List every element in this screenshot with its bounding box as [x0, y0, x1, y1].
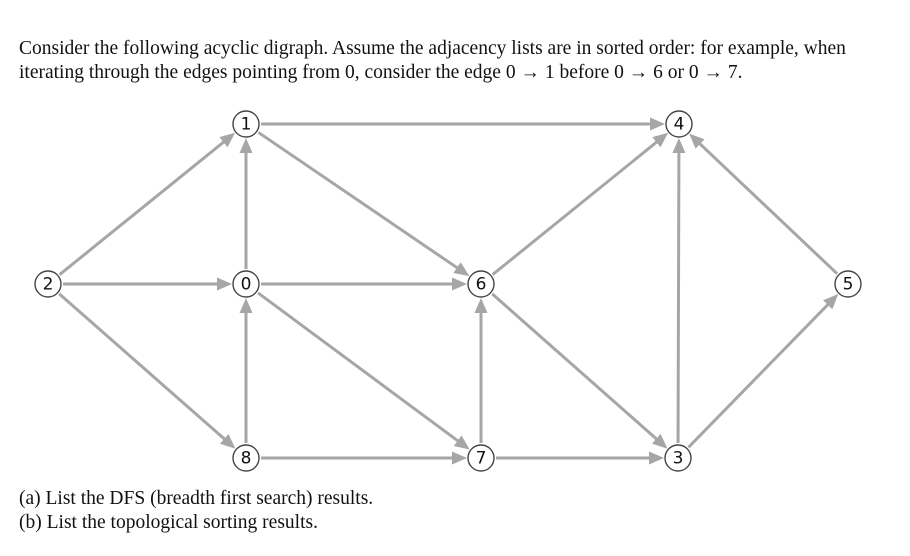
edge-0-to-7 — [257, 291, 470, 450]
edge-7-to-3 — [496, 451, 664, 465]
node-label: 8 — [241, 449, 252, 469]
question-text: Consider the following acyclic digraph. … — [19, 37, 899, 85]
edge-1-to-4 — [261, 117, 665, 131]
node-circle — [232, 110, 260, 138]
node-2: 2 — [34, 270, 62, 298]
edge-line — [697, 141, 839, 275]
question-line-1: Consider the following acyclic digraph. … — [19, 38, 846, 59]
arrowhead — [650, 117, 665, 131]
node-8: 8 — [232, 444, 260, 472]
question-line-2: iterating through the edges pointing fro… — [19, 62, 743, 83]
edge-2-to-0 — [63, 277, 232, 291]
arrowhead — [672, 137, 686, 154]
node-label: 5 — [843, 275, 854, 295]
arrowhead — [649, 451, 664, 465]
node-7: 7 — [467, 444, 495, 472]
edge-0-to-1 — [239, 138, 253, 269]
node-4: 4 — [665, 110, 693, 138]
node-3: 3 — [664, 444, 692, 472]
node-circle — [834, 270, 862, 298]
arrowhead — [219, 132, 236, 148]
arrowhead — [823, 294, 839, 310]
edge-2-to-8 — [58, 292, 236, 449]
arrowhead — [652, 132, 669, 148]
arrowhead — [474, 298, 488, 313]
arrowhead — [651, 433, 668, 449]
arrowhead — [219, 433, 236, 449]
task-a: (a) List the DFS (breadth first search) … — [19, 488, 374, 509]
edge-3-to-5 — [687, 294, 839, 449]
edge-line — [58, 139, 226, 276]
arrowhead — [217, 277, 232, 291]
edge-6-to-3 — [491, 292, 668, 449]
edge-line — [257, 131, 460, 271]
edge-8-to-7 — [261, 451, 467, 465]
node-circle — [467, 270, 495, 298]
edge-line — [676, 150, 681, 444]
node-circle — [664, 444, 692, 472]
edge-line — [58, 292, 227, 442]
edge-2-to-1 — [58, 132, 236, 276]
edge-1-to-6 — [257, 131, 470, 277]
edge-5-to-4 — [689, 133, 839, 275]
node-label: 1 — [241, 115, 252, 135]
arrowhead — [452, 451, 467, 465]
node-1: 1 — [232, 110, 260, 138]
edge-7-to-6 — [474, 298, 488, 443]
edge-line — [257, 291, 461, 444]
arrowhead — [453, 262, 470, 277]
node-circle — [232, 444, 260, 472]
edge-6-to-4 — [491, 132, 669, 276]
arrowhead — [452, 277, 467, 291]
node-circle — [34, 270, 62, 298]
node-circle — [467, 444, 495, 472]
node-circle — [232, 270, 260, 298]
edge-3-to-4 — [672, 137, 686, 444]
node-6: 6 — [467, 270, 495, 298]
node-label: 6 — [476, 275, 487, 295]
edge-line — [687, 302, 831, 449]
node-label: 0 — [241, 275, 252, 295]
node-label: 3 — [673, 449, 684, 469]
node-label: 2 — [43, 275, 54, 295]
edge-line — [491, 139, 659, 276]
arrowhead — [689, 133, 705, 149]
task-list: (a) List the DFS (breadth first search) … — [19, 487, 719, 535]
edge-line — [491, 292, 659, 442]
edge-0-to-6 — [261, 277, 467, 291]
node-5: 5 — [834, 270, 862, 298]
arrowhead — [453, 435, 470, 450]
nodes-layer: 0 1 2 3 4 5 6 7 8 — [34, 110, 862, 472]
task-b: (b) List the topological sorting results… — [19, 512, 318, 533]
edge-8-to-0 — [239, 298, 253, 443]
arrowhead — [239, 138, 253, 153]
node-label: 7 — [476, 449, 487, 469]
node-0: 0 — [232, 270, 260, 298]
node-label: 4 — [674, 115, 685, 135]
edges-layer — [58, 117, 839, 465]
arrowhead — [239, 298, 253, 313]
node-circle — [665, 110, 693, 138]
